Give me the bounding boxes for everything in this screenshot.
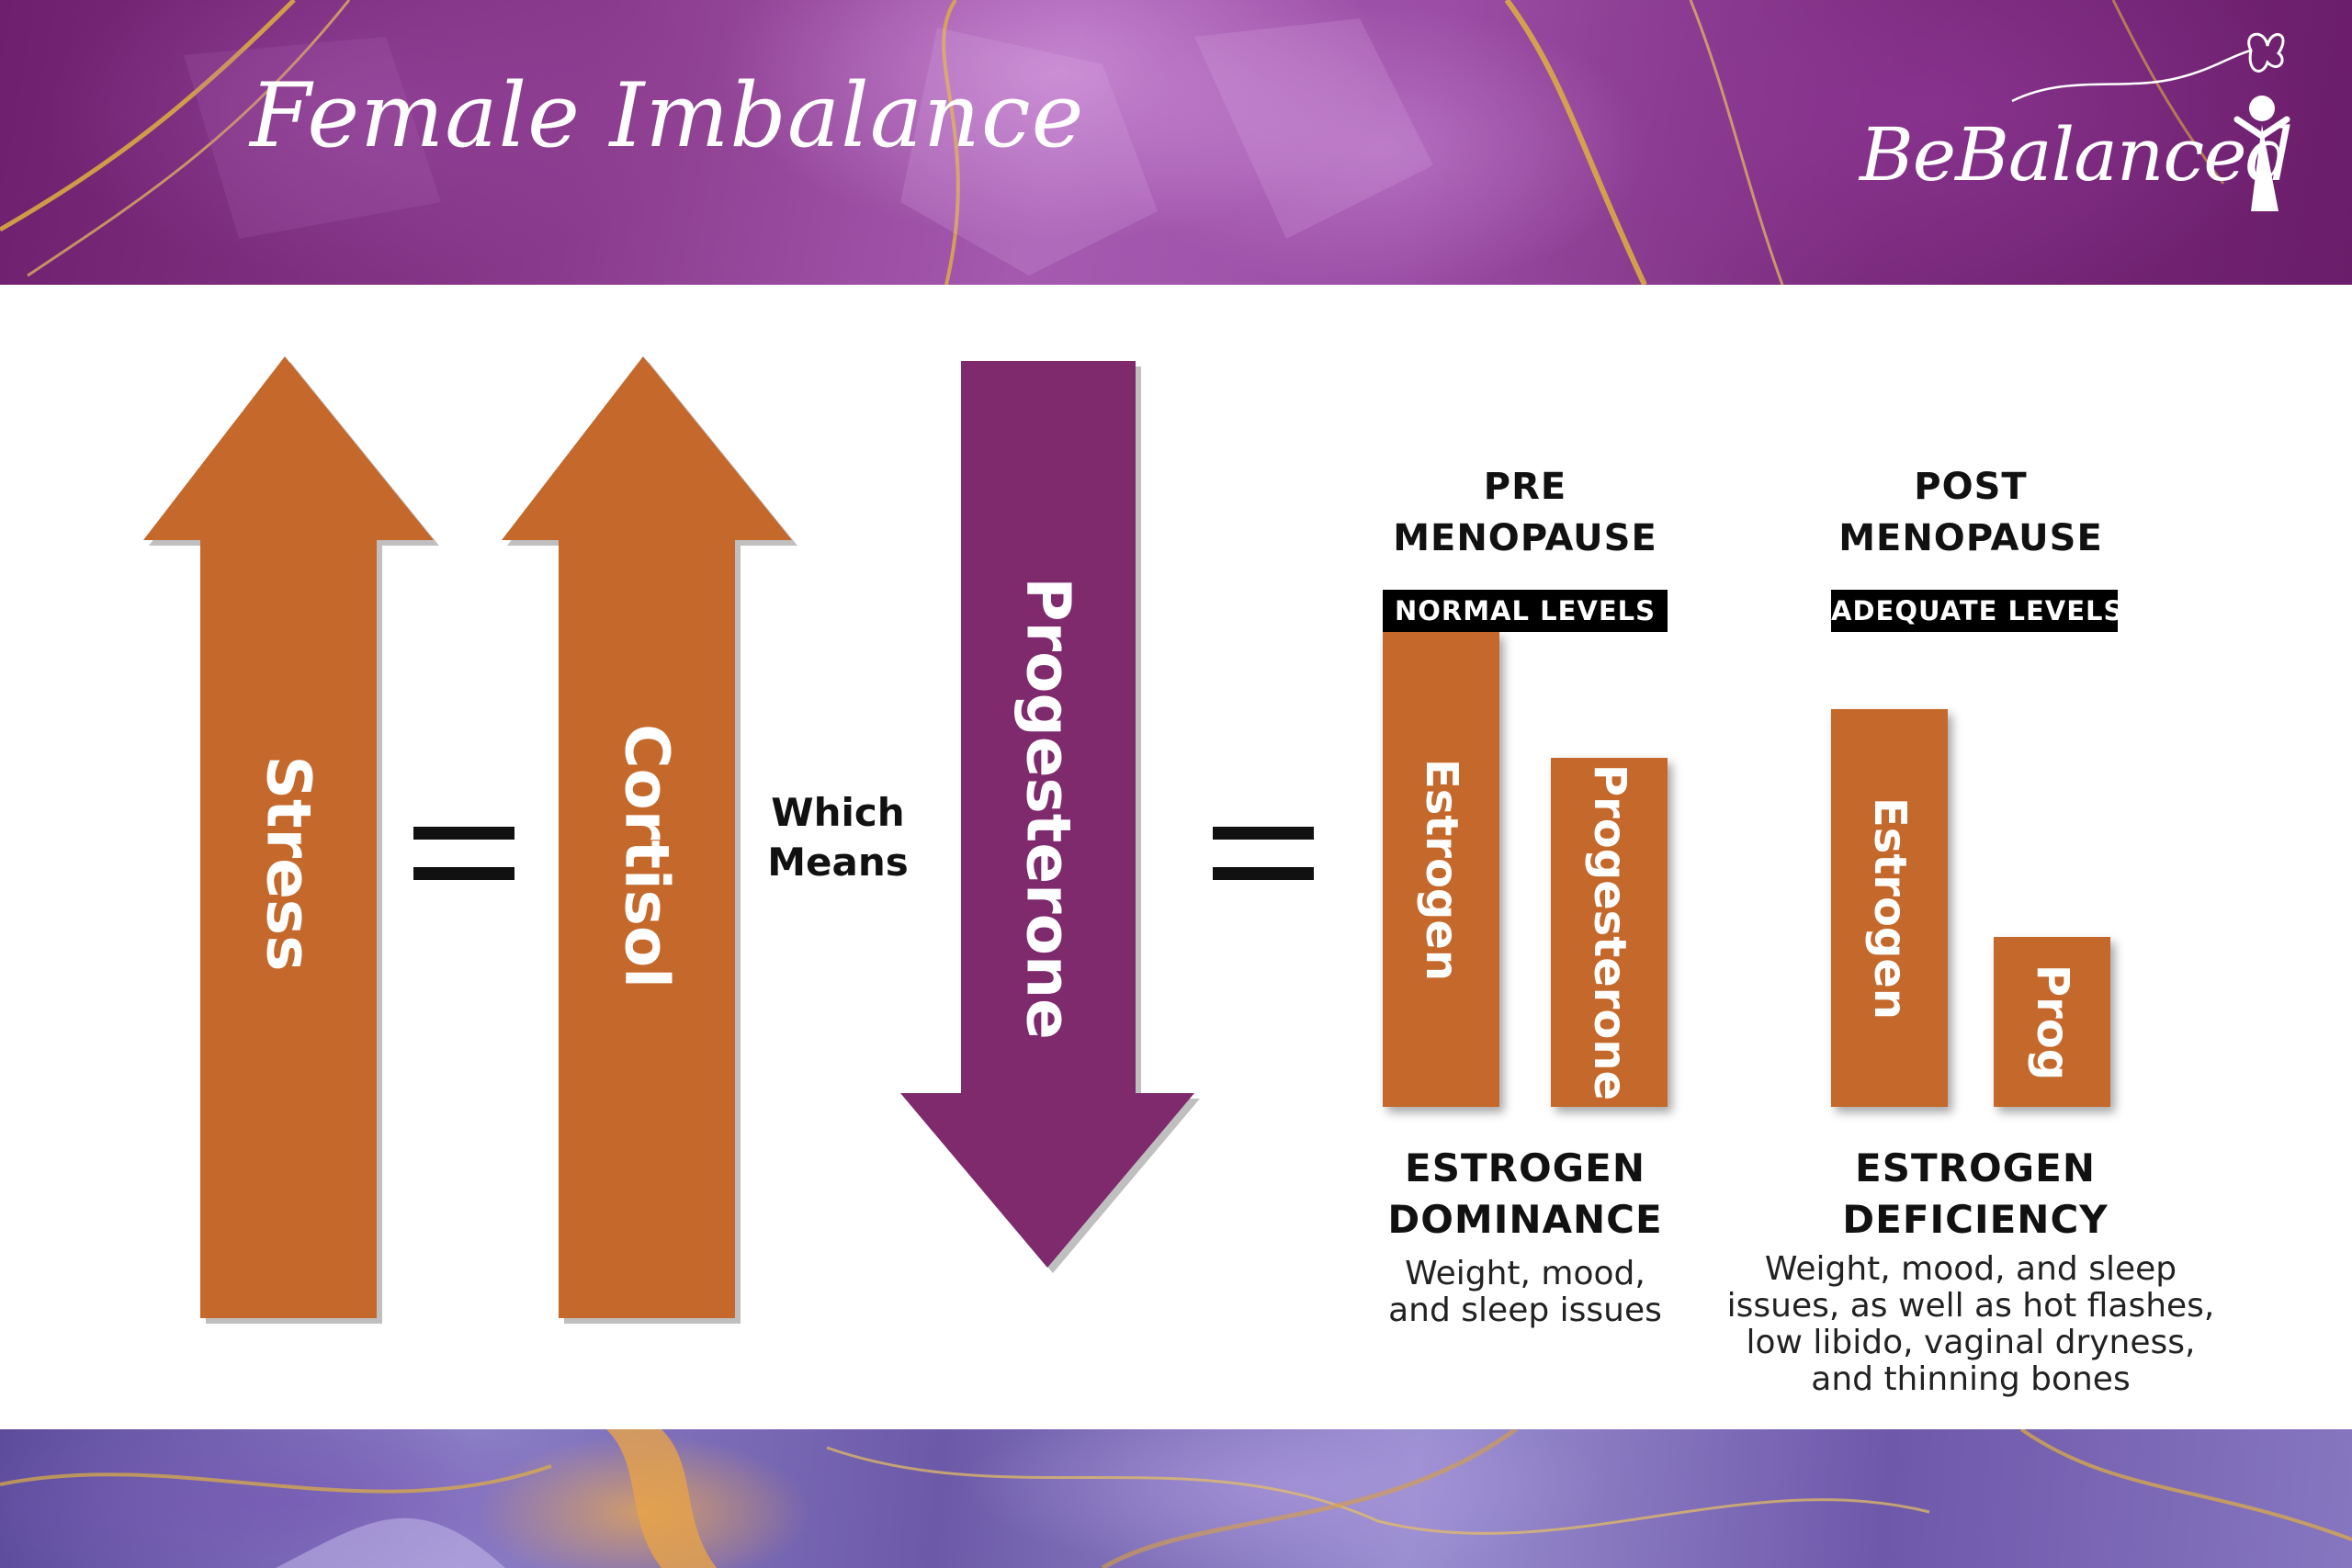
post-description: Weight, mood, and sleep issues, as well … bbox=[1726, 1250, 2215, 1398]
page-title: Female Imbalance bbox=[250, 64, 1085, 167]
equals-sign bbox=[413, 827, 514, 840]
cortisol-label: Cortisol bbox=[611, 724, 683, 988]
stress-label: Stress bbox=[253, 755, 324, 972]
estrogen-dominance-result: ESTROGEN DOMINANCE bbox=[1387, 1145, 1663, 1242]
which-means-text: Which Means bbox=[767, 790, 909, 885]
marble-decoration bbox=[0, 1429, 2352, 1568]
post-estrogen-bar: Estrogen bbox=[1831, 709, 1948, 1107]
pre-menopause-heading: PRE MENOPAUSE bbox=[1393, 466, 1657, 559]
bar-label: Estrogen bbox=[1415, 758, 1467, 981]
pre-progesterone-bar: Progesterone bbox=[1551, 758, 1668, 1107]
footer-banner bbox=[0, 1429, 2352, 1568]
progesterone-label: Progesterone bbox=[1012, 577, 1084, 1040]
post-prog-bar: Prog bbox=[1994, 937, 2110, 1107]
pre-estrogen-bar: Estrogen bbox=[1383, 632, 1499, 1107]
post-menopause-heading: POST MENOPAUSE bbox=[1838, 466, 2103, 559]
adequate-levels-badge: ADEQUATE LEVELS bbox=[1831, 590, 2122, 632]
estrogen-deficiency-result: ESTROGEN DEFICIENCY bbox=[1842, 1145, 2109, 1242]
stress-arrow bbox=[143, 356, 439, 1324]
normal-levels-badge: NORMAL LEVELS bbox=[1383, 590, 1668, 632]
progesterone-arrow bbox=[900, 361, 1200, 1273]
bebalanced-logo: BeBalanced bbox=[1847, 28, 2306, 220]
bar-label: Estrogen bbox=[1863, 796, 1916, 1020]
logo-text: BeBalanced bbox=[1860, 112, 2293, 197]
header-banner: Female Imbalance BeBalanced bbox=[0, 0, 2352, 285]
pre-description: Weight, mood, and sleep issues bbox=[1388, 1255, 1662, 1329]
cortisol-arrow bbox=[502, 356, 797, 1324]
bar-label: Progesterone bbox=[1583, 763, 1635, 1101]
butterfly-figure-icon bbox=[2011, 32, 2290, 211]
gold-vein-decoration bbox=[0, 0, 2225, 285]
equals-sign bbox=[413, 867, 514, 880]
bar-label: Prog bbox=[2026, 964, 2078, 1080]
equals-sign bbox=[1213, 827, 1314, 840]
equals-sign bbox=[1213, 867, 1314, 880]
